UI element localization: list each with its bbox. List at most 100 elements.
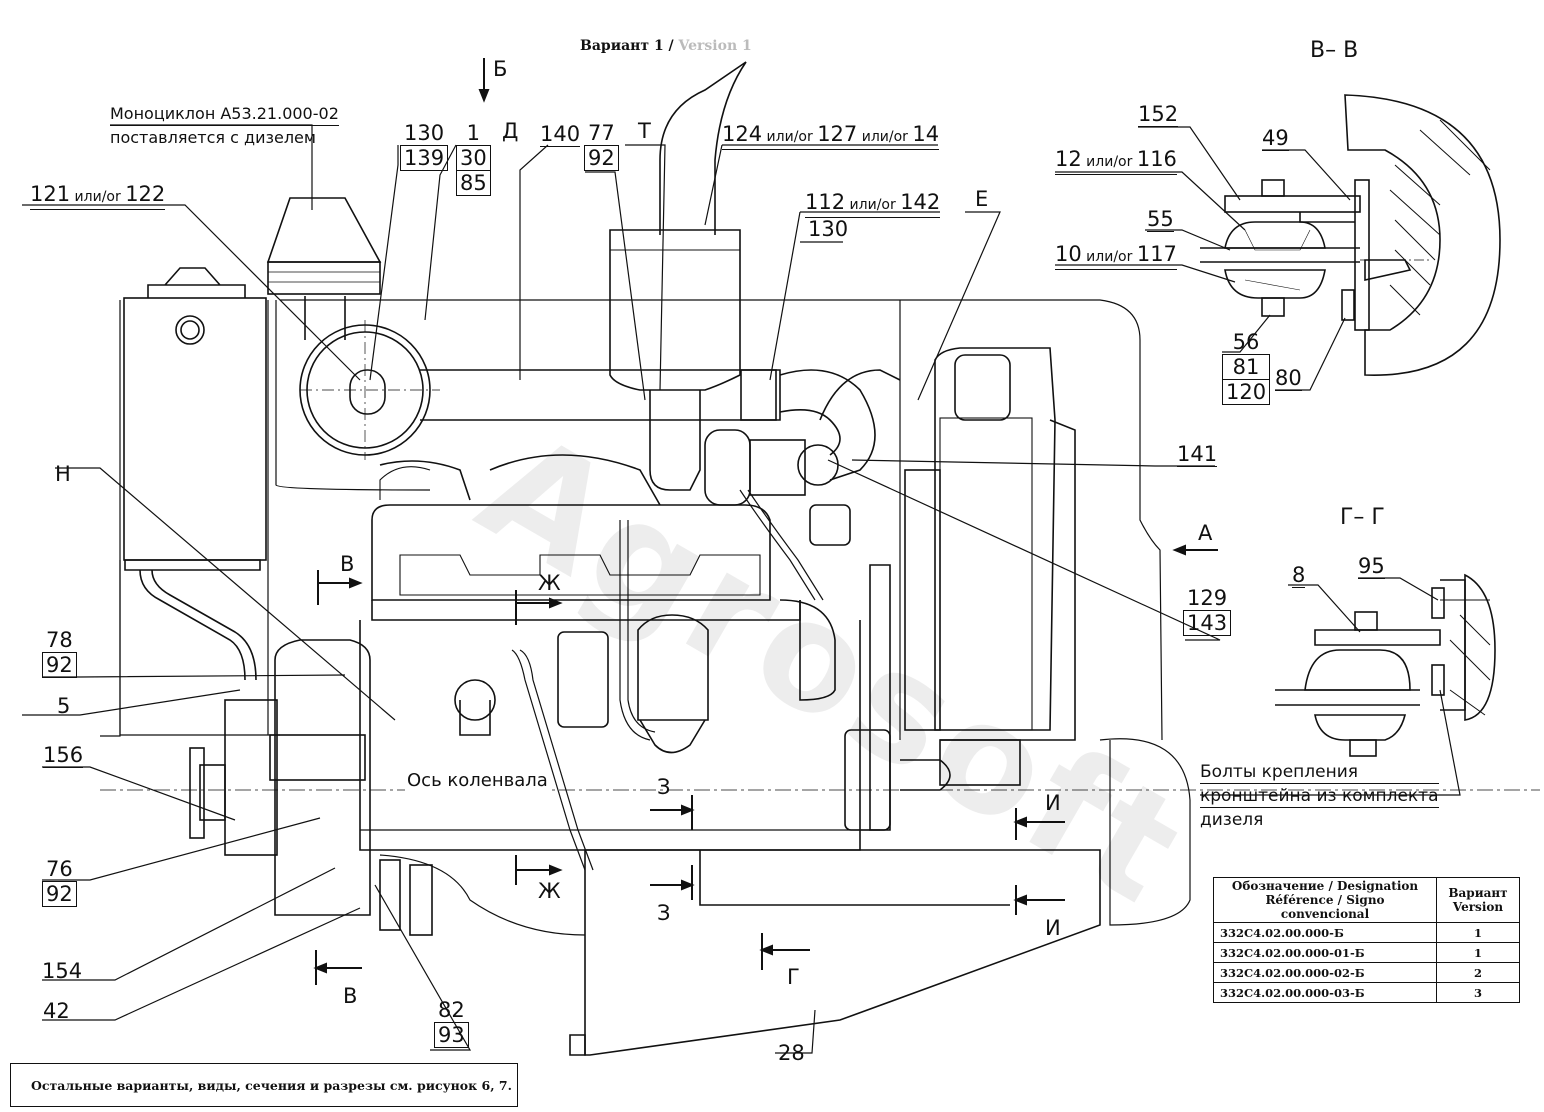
cut-mark-z2: З	[657, 901, 671, 925]
label-140: 140	[540, 122, 581, 147]
stack-129-bottom: 143	[1183, 611, 1232, 636]
section-gg-title: Г– Г	[1340, 505, 1385, 530]
label-124-or1: или/or	[762, 129, 818, 145]
table-cell-variant: 1	[1436, 922, 1520, 943]
cut-mark-zh2: Ж	[538, 879, 561, 903]
cut-mark-g: Г	[787, 965, 800, 989]
stack-78-top: 78	[42, 628, 77, 653]
label-121: 121	[30, 182, 71, 206]
label-154: 154	[42, 959, 83, 983]
label-10-117: 10 или/or 117	[1055, 243, 1177, 270]
stack-76-92: 76 92	[42, 857, 77, 907]
table-header-designation: Обозначение / Designation Référence / Si…	[1213, 877, 1437, 923]
bolts-note-line1: Болты крепления	[1200, 762, 1439, 784]
table-cell-variant: 1	[1436, 942, 1520, 963]
label-116: 116	[1136, 147, 1177, 171]
fan-pulley	[779, 564, 891, 831]
stack-56-a: 56	[1222, 330, 1271, 355]
table-cell-designation: 332С4.02.00.000-02-Б	[1213, 962, 1437, 983]
bolts-note-line2: кронштейна из комплекта	[1200, 786, 1439, 808]
variant-title-prefix: Вариант 1 /	[580, 38, 679, 54]
oil-filters	[454, 614, 709, 754]
view-mark-t: Т	[638, 119, 651, 143]
cut-mark-n: Н	[55, 462, 71, 486]
table-cell-variant: 3	[1436, 982, 1520, 1003]
table-cell-variant: 2	[1436, 962, 1520, 983]
stack-1-b: 30	[456, 146, 491, 171]
exhaust-muffler	[609, 61, 747, 491]
stack-1-a: 1	[456, 121, 491, 146]
stack-56-c: 120	[1222, 380, 1271, 405]
cyclone-note-line1: Моноциклон А53.21.000-02	[110, 104, 339, 126]
label-12-116: 12 или/or 116	[1055, 148, 1177, 175]
stack-76-top: 76	[42, 857, 77, 882]
table-row: 332С4.02.00.000-03-Б 3	[1213, 982, 1520, 1003]
label-42: 42	[43, 999, 70, 1023]
intake-pipe	[420, 369, 901, 481]
stack-1-30-85: 1 30 85	[456, 121, 491, 196]
flywheel-housing	[100, 639, 1540, 916]
label-122: 122	[125, 182, 166, 206]
label-49: 49	[1262, 126, 1289, 151]
label-12-or: или/or	[1081, 154, 1137, 170]
table-header-designation-line1: Обозначение / Designation	[1231, 879, 1419, 893]
label-121-122: 121 или/or 122	[30, 182, 166, 210]
cut-mark-v2: В	[343, 984, 358, 1008]
section-gg-view	[1275, 573, 1496, 757]
air-cleaner	[266, 197, 440, 460]
stack-129-top: 129	[1183, 586, 1232, 611]
table-header-variant: Вариант Version	[1436, 877, 1520, 923]
table-cell-designation: 332С4.02.00.000-01-Б	[1213, 942, 1437, 963]
label-12: 12	[1055, 147, 1082, 171]
label-10-or: или/or	[1081, 249, 1137, 265]
leader-lines	[22, 124, 1221, 1054]
table-row: 332С4.02.00.000-01-Б 1	[1213, 942, 1520, 963]
label-124: 124	[722, 122, 763, 146]
cyclone-note: Моноциклон А53.21.000-02 поставляется с …	[110, 104, 339, 151]
view-mark-b: Б	[493, 57, 508, 81]
fuel-lines	[511, 489, 824, 871]
stack-82-bottom: 93	[434, 1023, 469, 1048]
label-55: 55	[1147, 207, 1174, 232]
fuel-tank	[123, 267, 267, 681]
oil-sump	[379, 849, 1101, 1056]
section-bb-view	[1200, 94, 1501, 376]
stack-130-139: 130 139	[400, 121, 449, 171]
label-95: 95	[1358, 554, 1385, 579]
label-141: 141	[1177, 442, 1218, 467]
stack-130-bottom: 139	[400, 146, 449, 171]
variant-table: Обозначение / Designation Référence / Si…	[1213, 877, 1520, 1003]
table-row: 332С4.02.00.000-02-Б 2	[1213, 962, 1520, 983]
stack-78-92: 78 92	[42, 628, 77, 678]
stack-77-92: 77 92	[584, 121, 619, 171]
label-8: 8	[1292, 563, 1306, 588]
label-112: 112	[805, 190, 846, 214]
label-152: 152	[1138, 102, 1179, 127]
label-14: 14	[912, 122, 940, 146]
bolts-note: Болты крепления кронштейна из комплекта …	[1200, 762, 1439, 833]
label-117: 117	[1136, 242, 1177, 266]
stack-1-c: 85	[456, 171, 491, 196]
variant-title-suffix: Version 1	[678, 38, 752, 54]
variant-title: Вариант 1 / Version 1	[580, 38, 752, 54]
vehicle-outline	[100, 299, 1191, 926]
stack-77-top: 77	[584, 121, 619, 146]
table-header-designation-line2: Référence / Signo convencional	[1265, 893, 1385, 921]
section-bb-title: В– В	[1310, 38, 1359, 63]
table-row: 332С4.02.00.000-Б 1	[1213, 922, 1520, 943]
stack-77-bottom: 92	[584, 146, 619, 171]
label-142: 142	[900, 190, 941, 214]
stack-56-81-120: 56 81 120	[1222, 330, 1271, 405]
label-112-142: 112 или/or 142	[805, 190, 941, 218]
label-156: 156	[43, 743, 84, 768]
label-130-under: 130	[808, 217, 849, 241]
stack-129-143: 129 143	[1183, 586, 1232, 636]
view-mark-d: Д	[502, 119, 519, 143]
stack-82-top: 82	[434, 998, 469, 1023]
cut-mark-i2: И	[1045, 916, 1061, 940]
label-10: 10	[1055, 242, 1082, 266]
label-124-127-14: 124 или/or 127 или/or 14	[722, 122, 940, 150]
stack-78-bottom: 92	[42, 653, 77, 678]
stack-130-top: 130	[400, 121, 449, 146]
